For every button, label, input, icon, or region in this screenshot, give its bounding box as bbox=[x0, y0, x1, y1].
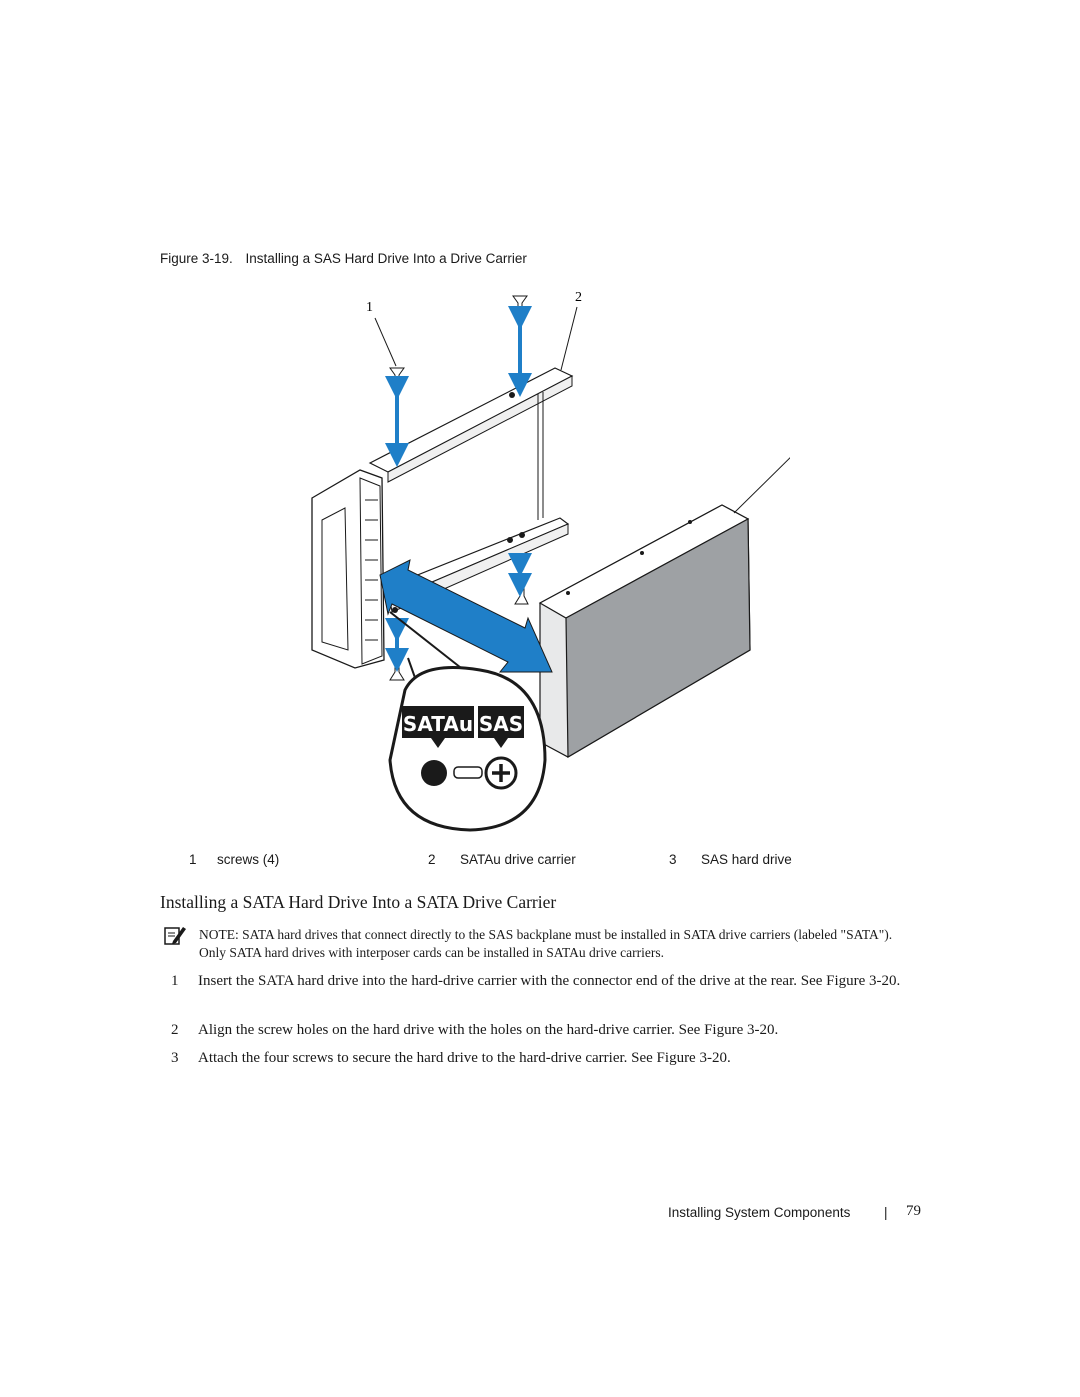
figure-title: Installing a SAS Hard Drive Into a Drive… bbox=[245, 251, 527, 266]
legend-num-2: 2 bbox=[428, 852, 436, 867]
callout-1: 1 bbox=[366, 300, 373, 315]
note-text: NOTE: SATA hard drives that connect dire… bbox=[199, 927, 893, 960]
satau-drive-carrier bbox=[311, 367, 574, 669]
callout-leaders: 1 2 3 bbox=[366, 290, 790, 514]
legend-label-3: SAS hard drive bbox=[701, 852, 792, 867]
page-number: 79 bbox=[906, 1203, 921, 1219]
step-number: 2 bbox=[171, 1022, 179, 1038]
legend-label-1: screws (4) bbox=[217, 852, 280, 867]
legend-label-2: SATAu drive carrier bbox=[460, 852, 576, 867]
legend-num-3: 3 bbox=[669, 852, 677, 867]
footer-chapter: Installing System Components bbox=[668, 1205, 851, 1220]
step-text: Insert the SATA hard drive into the hard… bbox=[198, 973, 901, 989]
callout-2: 2 bbox=[575, 290, 582, 305]
footer-separator: | bbox=[884, 1205, 888, 1220]
figure-number: Figure 3-19. bbox=[160, 251, 233, 266]
carrier-label-detail: SATAu SAS bbox=[388, 611, 547, 832]
step-number: 3 bbox=[171, 1050, 179, 1066]
step-text: Attach the four screws to secure the har… bbox=[198, 1050, 731, 1066]
sas-hard-drive bbox=[538, 504, 751, 759]
insert-arrow bbox=[379, 559, 553, 673]
note-pencil-icon bbox=[164, 927, 186, 945]
drive-carrier-illustration: SATAu SAS 1 2 3 bbox=[311, 290, 790, 832]
figure-caption: Figure 3-19. Installing a SAS Hard Drive… bbox=[160, 251, 527, 267]
step-text: Align the screw holes on the hard drive … bbox=[198, 1022, 779, 1038]
satau-label: SATAu bbox=[403, 712, 473, 736]
screws bbox=[385, 295, 532, 681]
section-heading: Installing a SATA Hard Drive Into a SATA… bbox=[160, 892, 557, 912]
legend-num-1: 1 bbox=[189, 852, 197, 867]
step-number: 1 bbox=[171, 973, 179, 989]
sas-label: SAS bbox=[479, 712, 523, 736]
